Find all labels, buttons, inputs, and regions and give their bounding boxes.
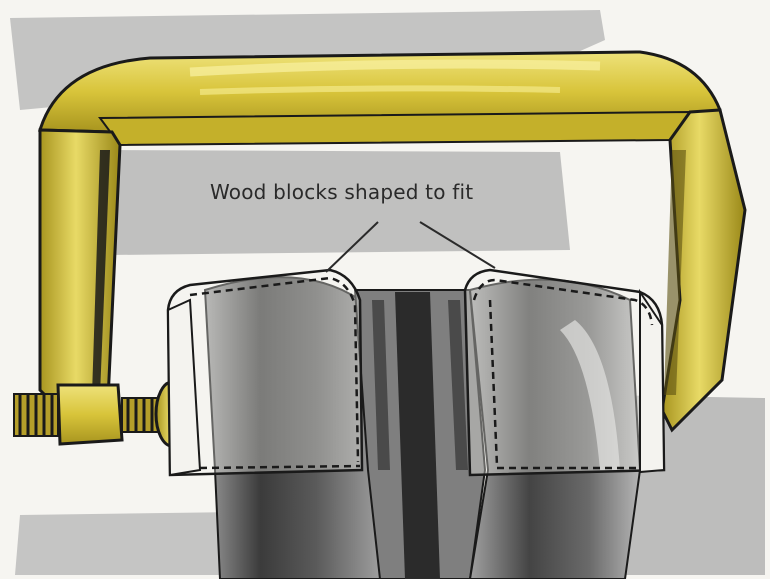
caption-label: Wood blocks shaped to fit (210, 180, 570, 204)
